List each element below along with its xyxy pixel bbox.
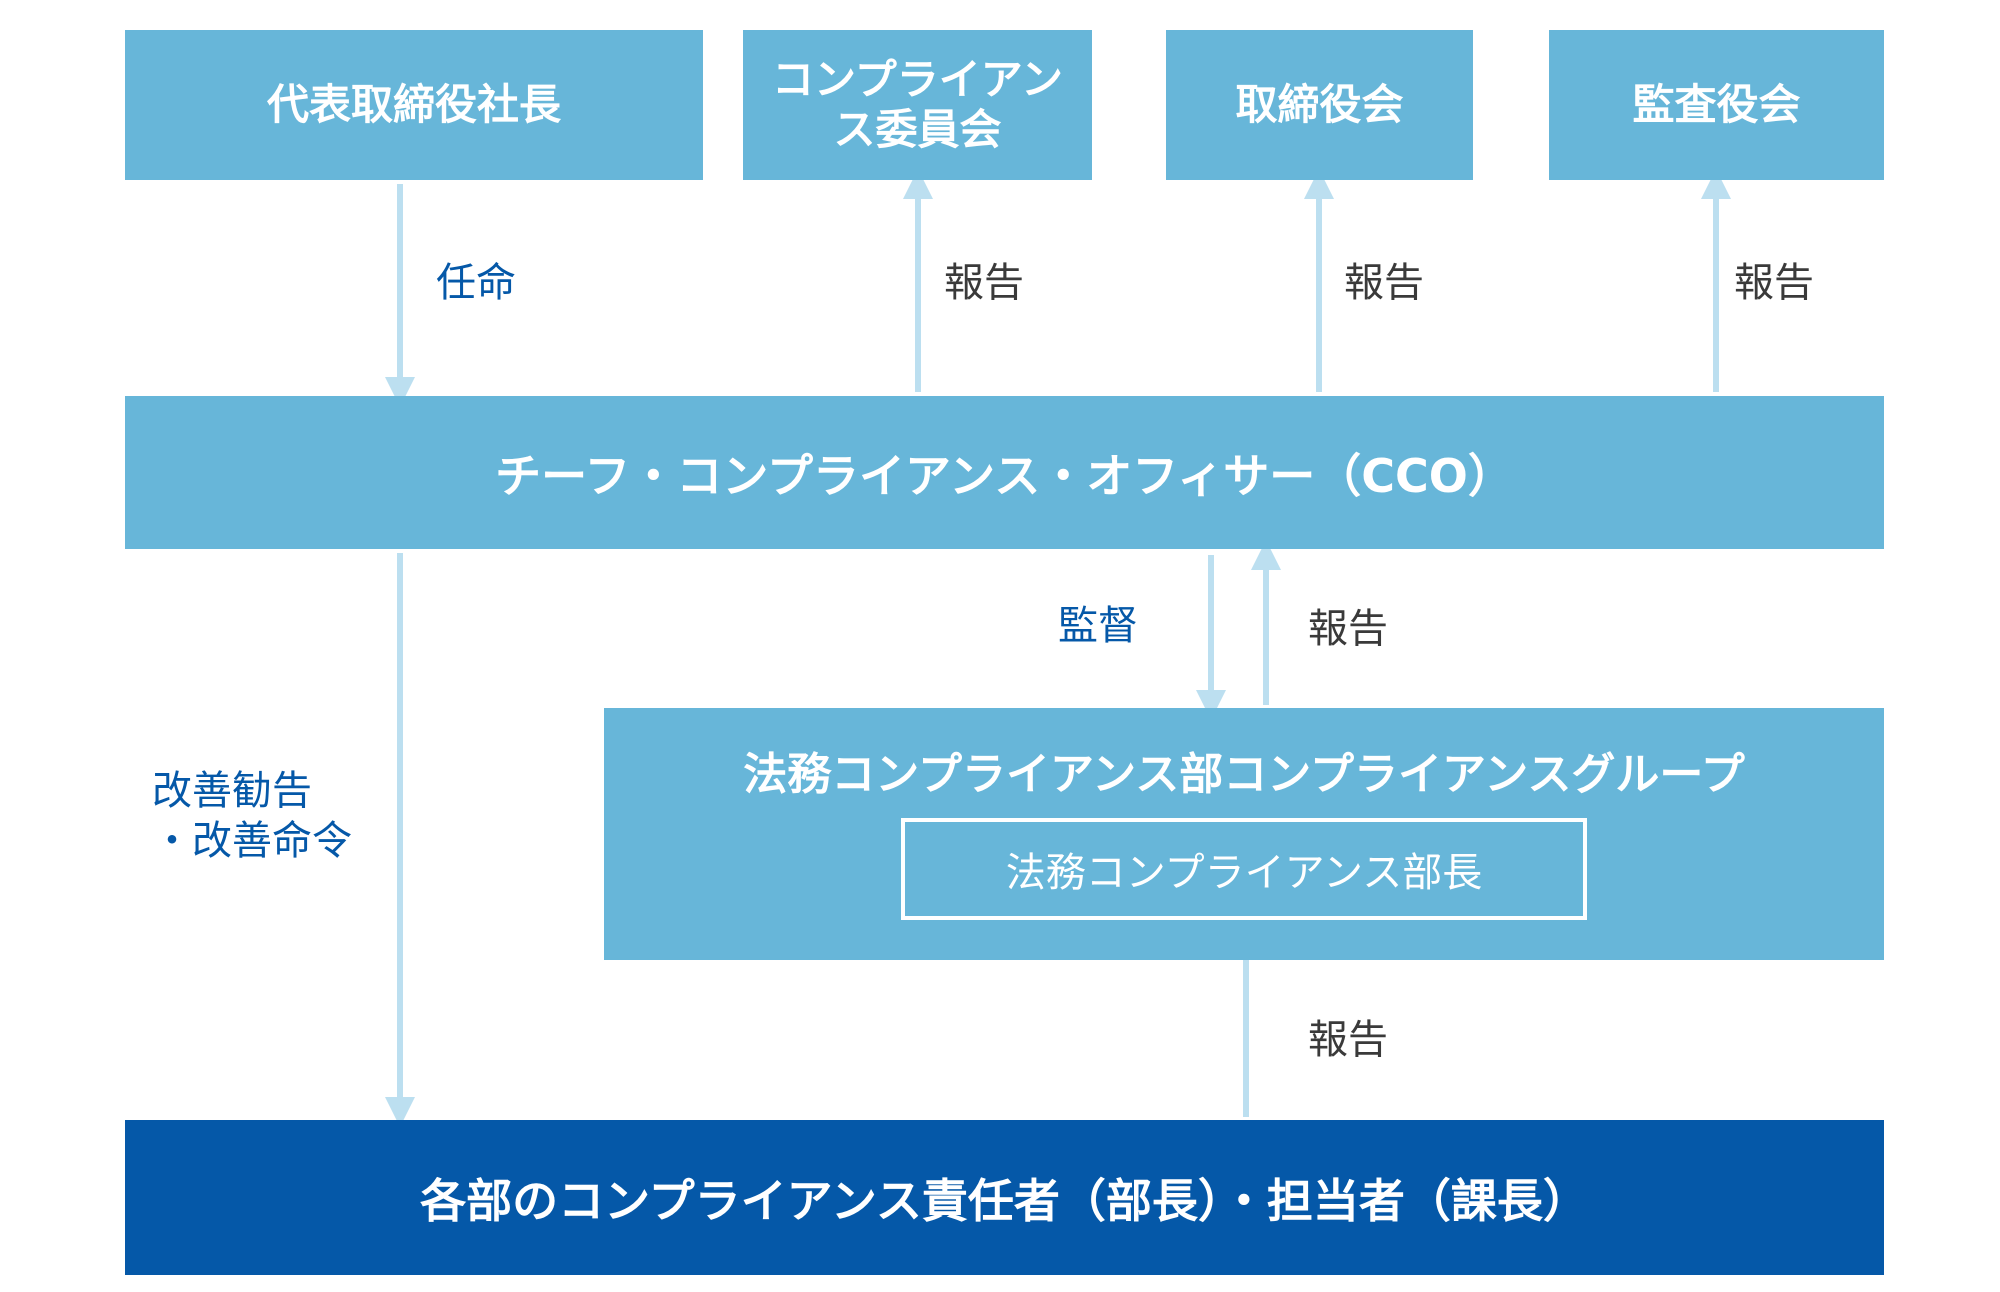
supervise-label: 監督: [1058, 603, 1138, 649]
improvement-label-line-1: 改善勧告: [152, 768, 312, 814]
board-box: 取締役会: [1166, 30, 1473, 180]
department-compliance-officers-box: 各部のコンプライアンス責任者（部長）・担当者（課長）: [125, 1120, 1884, 1275]
report-label-committee: 報告: [944, 260, 1024, 306]
audit-board-box: 監査役会: [1549, 30, 1884, 180]
improvement-label-line-2: ・改善命令: [152, 818, 352, 864]
legal-compliance-head-box: 法務コンプライアンス部長: [901, 818, 1587, 920]
report-label-depts-to-legal: 報告: [1308, 1017, 1388, 1063]
president-label: 代表取締役社長: [266, 79, 561, 129]
legal-compliance-group-title: 法務コンプライアンス部コンプライアンスグループ: [743, 749, 1745, 800]
cco-box: チーフ・コンプライアンス・オフィサー（CCO）: [125, 396, 1884, 549]
department-compliance-officers-label: 各部のコンプライアンス責任者（部長）・担当者（課長）: [420, 1173, 1589, 1228]
board-label: 取締役会: [1235, 79, 1404, 129]
report-label-legal-to-cco: 報告: [1308, 606, 1388, 652]
cco-label: チーフ・コンプライアンス・オフィサー（CCO）: [495, 448, 1514, 503]
compliance-committee-box: コンプライアンス委員会: [743, 30, 1092, 180]
legal-compliance-group-box: 法務コンプライアンス部コンプライアンスグループ 法務コンプライアンス部長: [604, 708, 1884, 960]
improvement-label: 改善勧告 ・改善命令: [152, 766, 352, 866]
appoint-label: 任命: [436, 260, 516, 306]
legal-compliance-head-label: 法務コンプライアンス部長: [1005, 850, 1483, 896]
compliance-committee-label: コンプライアンス委員会: [771, 54, 1064, 154]
president-box: 代表取締役社長: [125, 30, 703, 180]
report-label-audit: 報告: [1734, 260, 1814, 306]
report-label-board: 報告: [1344, 260, 1424, 306]
audit-board-label: 監査役会: [1632, 79, 1801, 129]
